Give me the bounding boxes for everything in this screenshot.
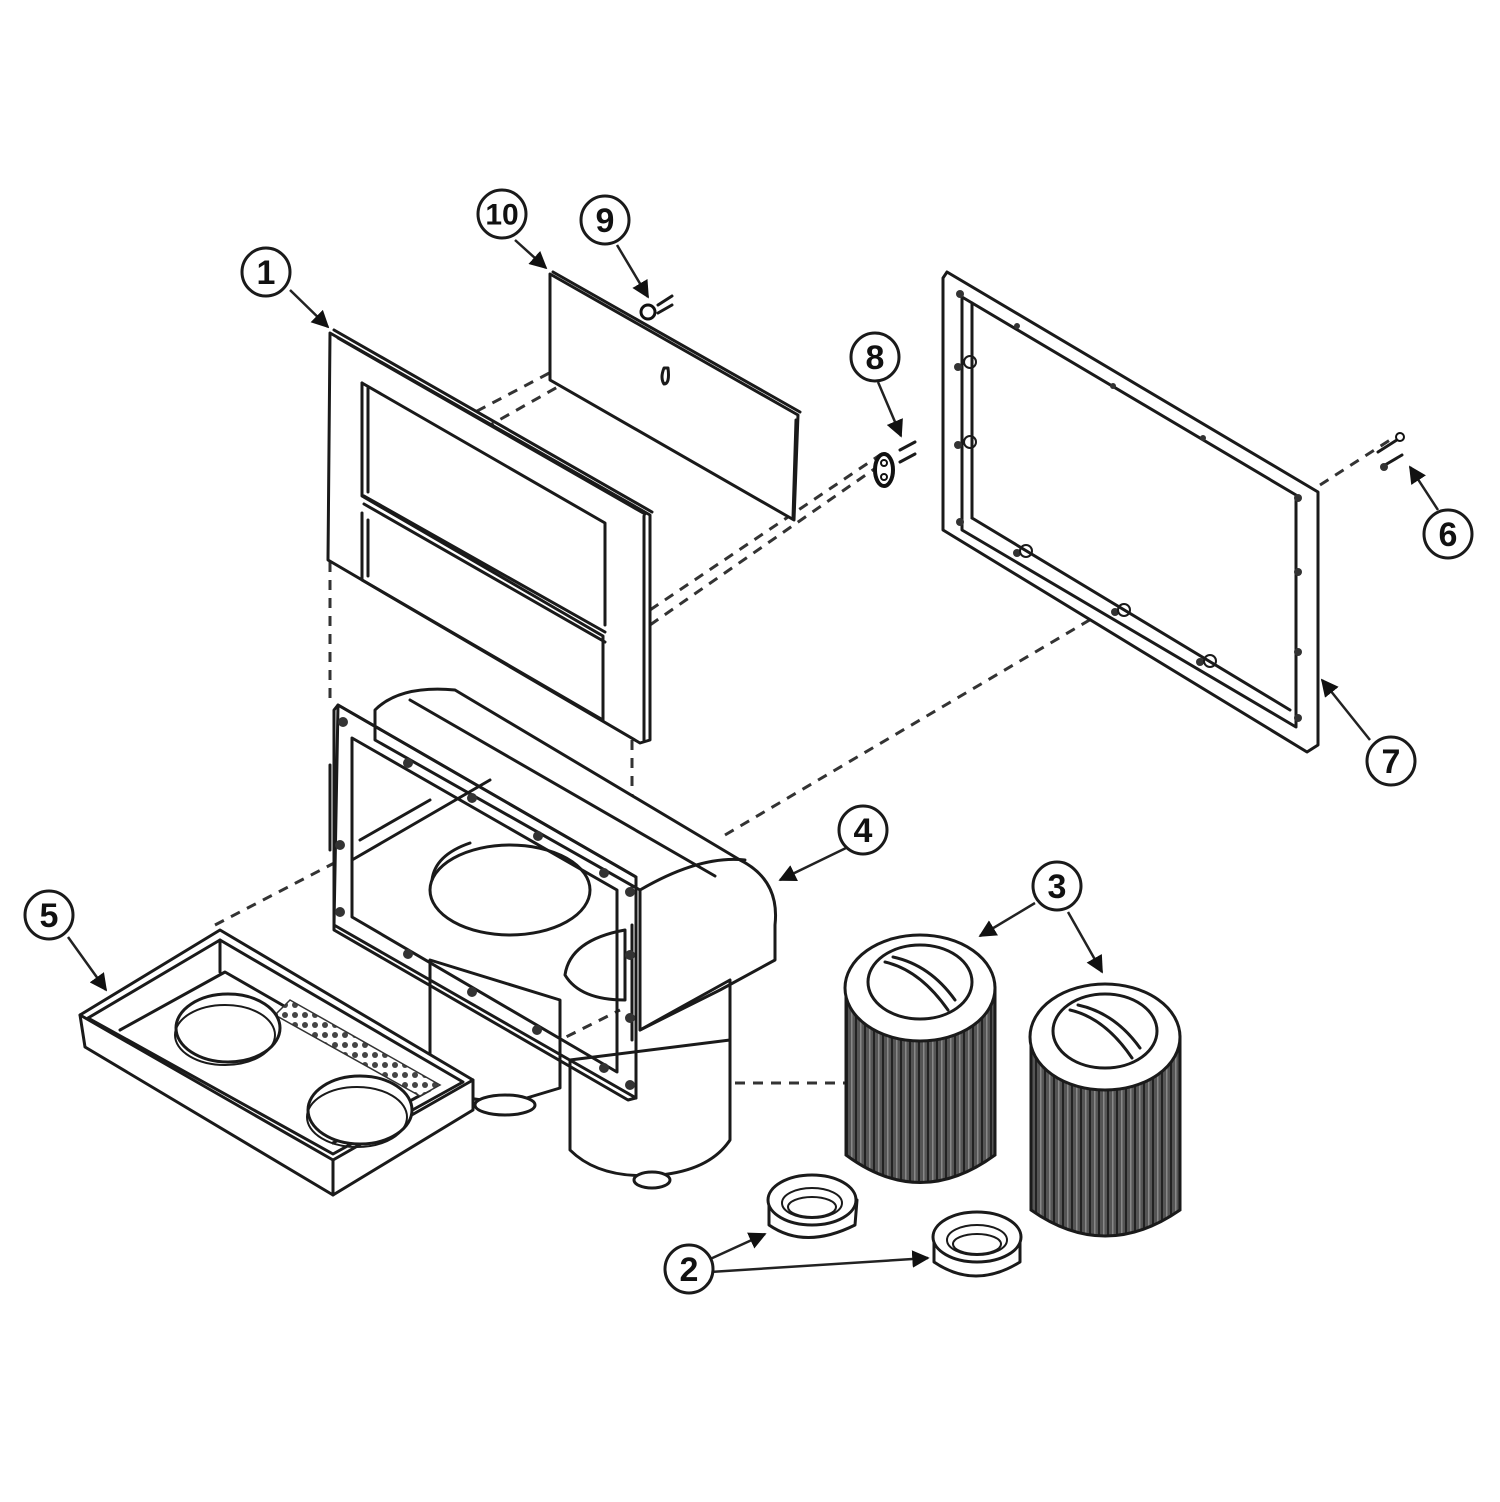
svg-text:5: 5 <box>40 897 59 935</box>
part-clip-8 <box>873 440 917 488</box>
svg-text:4: 4 <box>854 812 873 850</box>
part-weir-door <box>548 270 802 522</box>
part-clip-9 <box>639 294 674 321</box>
callout-10: 10 <box>476 188 528 240</box>
svg-text:3: 3 <box>1048 868 1067 906</box>
part-gasket-right <box>931 1210 1023 1278</box>
part-skimmer-body <box>328 687 778 1190</box>
callout-1: 1 <box>240 246 292 298</box>
callout-8: 8 <box>849 331 901 383</box>
svg-text:8: 8 <box>866 339 885 377</box>
svg-text:10: 10 <box>485 199 518 232</box>
callout-6: 6 <box>1422 508 1474 560</box>
part-gasket-left <box>766 1173 859 1239</box>
part-screws-6 <box>1376 432 1405 471</box>
callout-3: 3 <box>1031 860 1083 912</box>
part-filter-cartridge-right <box>1028 982 1182 1238</box>
svg-text:9: 9 <box>596 202 615 240</box>
svg-text:1: 1 <box>257 254 276 292</box>
svg-text:2: 2 <box>680 1251 699 1289</box>
part-basket-tray <box>78 928 475 1197</box>
svg-text:6: 6 <box>1439 516 1458 554</box>
callout-4: 4 <box>837 804 889 856</box>
callout-5: 5 <box>23 889 75 941</box>
callout-7: 7 <box>1365 735 1417 787</box>
part-mounting-gasket-frame <box>941 270 1320 754</box>
part-filter-cartridge-left <box>843 933 997 1184</box>
svg-text:7: 7 <box>1382 743 1401 781</box>
callout-9: 9 <box>579 194 631 246</box>
part-faceplate-frame <box>326 328 654 745</box>
callout-2: 2 <box>663 1243 715 1295</box>
leader-lines <box>66 239 1440 1274</box>
